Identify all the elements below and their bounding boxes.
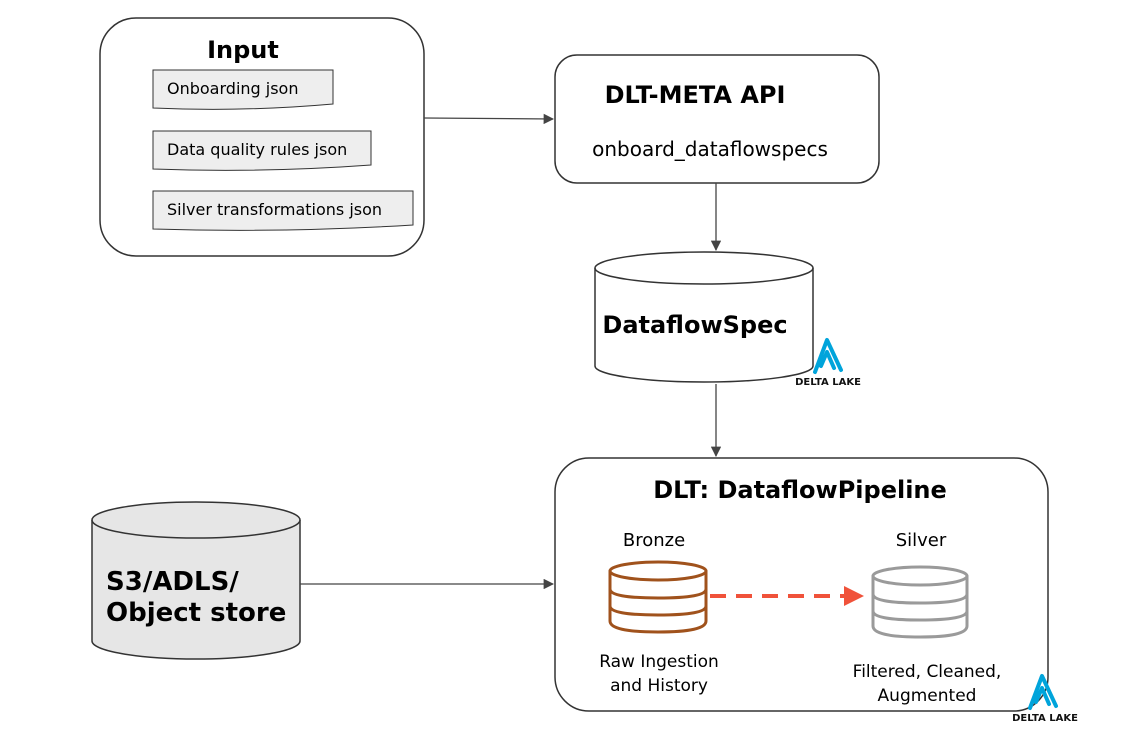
delta-lake-text: DELTA LAKE: [1012, 713, 1078, 724]
api-title: DLT-META API: [605, 81, 786, 109]
pipeline-title: DLT: DataflowPipeline: [653, 476, 947, 504]
dlt-meta-api-box: DLT-META API onboard_dataflowspecs: [554, 54, 880, 184]
delta-icon: [813, 338, 843, 374]
delta-icon: [1028, 674, 1058, 710]
data-quality-rules-doc: Data quality rules json: [152, 130, 372, 171]
object-store: S3/ADLS/ Object store: [91, 501, 301, 660]
silver-database-icon: [871, 565, 969, 639]
delta-lake-text: DELTA LAKE: [795, 377, 861, 388]
silver-transformations-doc: Silver transformations json: [152, 190, 414, 231]
dataflowspec-label: DataflowSpec: [602, 311, 787, 339]
doc-label: Silver transformations json: [167, 200, 382, 219]
input-to-api-arrow: [423, 113, 555, 125]
silver-desc-line2: Augmented: [878, 686, 977, 706]
object-store-line1: S3/ADLS/: [106, 567, 239, 597]
bronze-label: Bronze: [623, 530, 685, 551]
doc-label: Onboarding json: [167, 79, 298, 98]
silver-desc-line1: Filtered, Cleaned,: [853, 662, 1002, 682]
bronze-desc-line1: Raw Ingestion: [599, 652, 719, 672]
delta-lake-logo: DELTA LAKE: [795, 338, 861, 388]
dataflow-pipeline-box: DLT: DataflowPipeline Bronze Raw Ingesti…: [554, 457, 1049, 712]
bronze-desc-line2: and History: [610, 676, 708, 696]
silver-label: Silver: [896, 530, 947, 551]
doc-label: Data quality rules json: [167, 140, 347, 159]
input-title: Input: [207, 36, 279, 64]
bronze-database-icon: [608, 560, 708, 634]
api-method: onboard_dataflowspecs: [592, 137, 828, 161]
object-store-line2: Object store: [106, 598, 286, 628]
dataflowspec-store: DataflowSpec: [594, 251, 814, 383]
input-panel: Input Onboarding json Data quality rules…: [99, 17, 425, 257]
onboarding-json-doc: Onboarding json: [152, 69, 334, 110]
delta-lake-logo: DELTA LAKE: [1012, 674, 1078, 724]
